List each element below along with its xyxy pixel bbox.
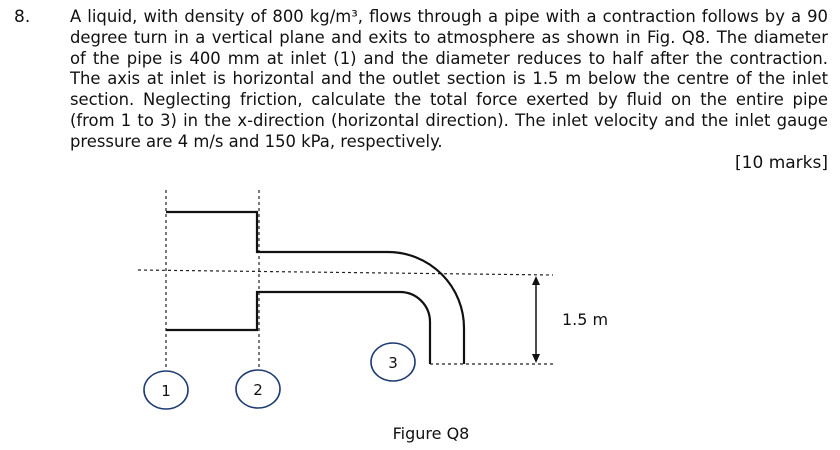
marks-label: [10 marks] (735, 153, 828, 173)
dimension-arrow (532, 276, 540, 363)
dimension-label: 1.5 m (562, 310, 608, 329)
pipe-top-wall (166, 210, 466, 364)
section-marker-1: 1 (143, 370, 189, 410)
question-text: A liquid, with density of 800 kg/m³, flo… (70, 7, 828, 151)
section-marker-2: 2 (235, 369, 281, 409)
section-label-1: 1 (161, 382, 171, 400)
section-label-2: 2 (253, 381, 263, 399)
section-marker-3: 3 (370, 342, 416, 382)
section-label-3: 3 (388, 354, 398, 372)
centerline-dashed (137, 269, 554, 276)
question-number: 8. (14, 7, 31, 27)
figure-caption: Figure Q8 (393, 424, 470, 443)
pipe-bottom-wall (166, 290, 432, 364)
